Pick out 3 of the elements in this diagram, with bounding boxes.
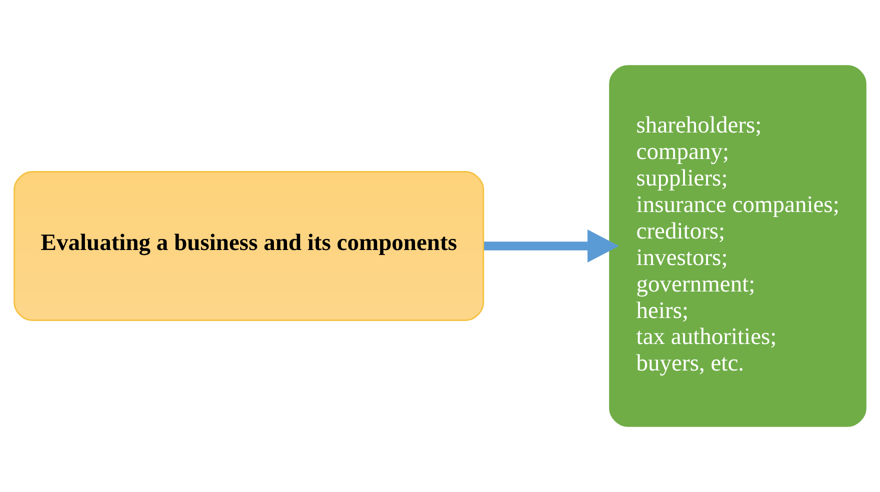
arrow — [484, 229, 620, 263]
node-box: Evaluating a business and its components — [14, 171, 484, 321]
node-box: shareholders; company; suppliers; insurance companies; creditors; investors; government; heirs; tax authorities; buyers, etc. — [609, 65, 866, 427]
